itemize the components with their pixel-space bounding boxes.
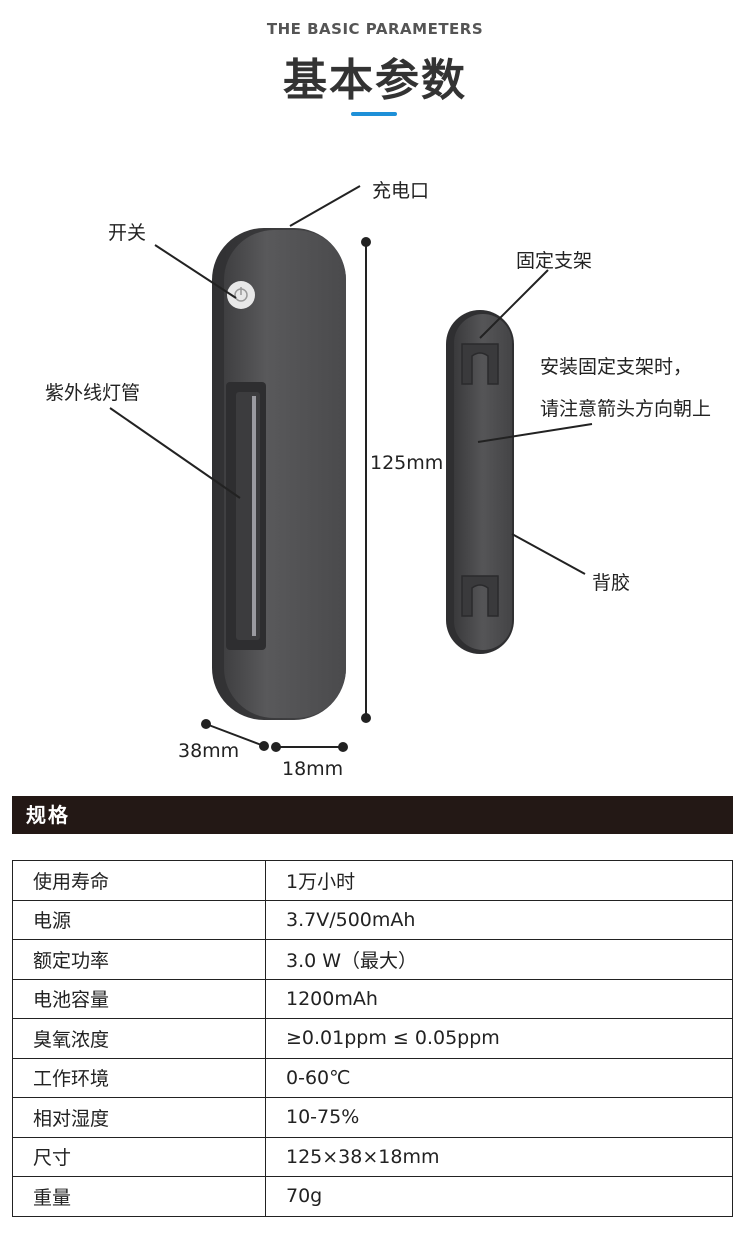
device-front [212, 228, 346, 720]
dimension-width-line [205, 723, 265, 747]
label-depth: 18mm [282, 758, 344, 780]
leader-uv-tube [109, 407, 241, 499]
spec-value: ≥0.01ppm ≤ 0.05ppm [265, 1018, 733, 1059]
label-note-line2: 请注意箭头方向朝上 [540, 398, 712, 420]
spec-value: 0-60℃ [265, 1057, 733, 1098]
spec-value: 3.7V/500mAh [265, 899, 733, 940]
page-title: 基本参数 [283, 55, 467, 106]
spec-value: 1200mAh [265, 978, 733, 1019]
spec-key: 电源 [12, 899, 266, 940]
leader-adhesive [511, 533, 586, 575]
dim-dot [201, 719, 211, 729]
spec-value: 70g [265, 1176, 733, 1217]
page-subtitle: THE BASIC PARAMETERS [266, 20, 484, 38]
product-diagram: 充电口 开关 紫外线灯管 125mm 38mm 18mm 固定支架 安装固定支架… [0, 160, 750, 800]
spec-key: 工作环境 [12, 1057, 266, 1098]
spec-key: 电池容量 [12, 978, 266, 1019]
label-switch: 开关 [108, 222, 147, 244]
label-width: 38mm [178, 740, 240, 762]
spec-key: 额定功率 [12, 939, 266, 980]
device-back [446, 310, 514, 654]
spec-section-header: 规格 [12, 796, 733, 834]
spec-key: 重量 [12, 1176, 266, 1217]
spec-key: 尺寸 [12, 1136, 266, 1177]
label-charge-port: 充电口 [372, 180, 430, 202]
dim-dot [338, 742, 348, 752]
spec-value: 10-75% [265, 1097, 733, 1138]
leader-charge-port [289, 185, 361, 227]
leader-bracket [479, 269, 549, 339]
label-height: 125mm [370, 452, 444, 474]
title-underline [351, 112, 397, 116]
spec-key: 使用寿命 [12, 860, 266, 901]
dim-dot [361, 713, 371, 723]
leader-switch [154, 244, 237, 299]
spec-key: 相对湿度 [12, 1097, 266, 1138]
spec-value: 125×38×18mm [265, 1136, 733, 1177]
label-note-line1: 安装固定支架时， [540, 356, 693, 378]
dim-dot [259, 741, 269, 751]
label-adhesive: 背胶 [592, 572, 631, 594]
table-row: 臭氧浓度≥0.01ppm ≤ 0.05ppm [12, 1018, 733, 1059]
spec-key: 臭氧浓度 [12, 1018, 266, 1059]
dim-dot [271, 742, 281, 752]
dim-dot [361, 237, 371, 247]
product-illustration [109, 185, 593, 752]
bracket-top [461, 343, 499, 385]
label-bracket: 固定支架 [516, 250, 593, 272]
bracket-bottom [461, 575, 499, 617]
spec-value: 3.0 W（最大） [265, 939, 733, 980]
spec-value: 1万小时 [265, 860, 733, 901]
leader-note [477, 423, 593, 443]
label-uv-tube: 紫外线灯管 [45, 382, 141, 404]
